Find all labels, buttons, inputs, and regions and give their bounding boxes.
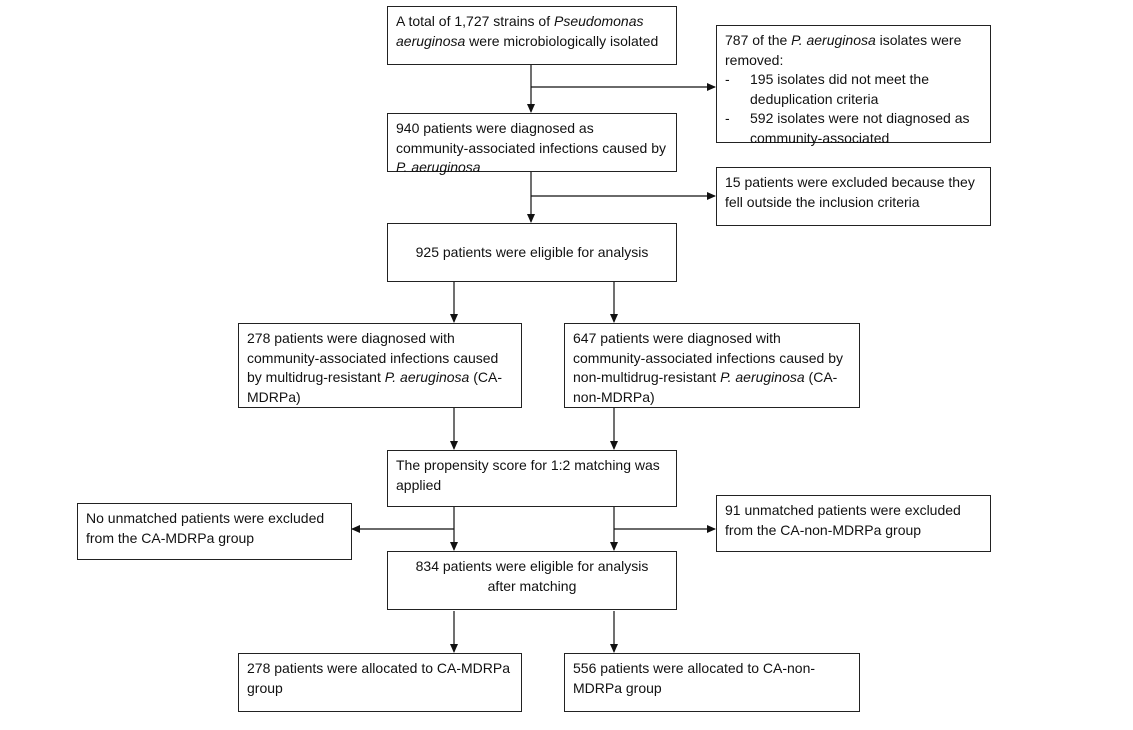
removed-reason-text: 195 isolates did not meet the deduplicat…: [750, 71, 930, 107]
mdr-species: P. aeruginosa: [384, 369, 470, 385]
bullet-dash: -: [725, 110, 730, 126]
box-unmatched-excluded: 91 unmatched patients were excluded from…: [716, 495, 991, 552]
box-non-mdr-group: 647 patients were diagnosed with communi…: [564, 323, 860, 408]
bullet-dash: -: [725, 71, 730, 87]
box-allocated-mdr: 278 patients were allocated to CA-MDRPa …: [238, 653, 522, 712]
propensity-text: The propensity score for 1:2 matching wa…: [396, 457, 660, 493]
isolated-text-end: were microbiologically isolated: [465, 32, 659, 49]
box-no-unmatched-excluded: No unmatched patients were excluded from…: [77, 503, 352, 560]
box-mdr-group: 278 patients were diagnosed with communi…: [238, 323, 522, 408]
removed-reason-text: 592 isolates were not diagnosed as commu…: [750, 110, 970, 146]
mdr-text-end: (CA-MDRPa): [247, 369, 502, 405]
removed-text-end: isolates were removed:: [725, 32, 962, 68]
removed-reason-item: - 592 isolates were not diagnosed as comm…: [725, 109, 982, 148]
box-eligible-after-matching: 834 patients were eligible for analysis …: [387, 551, 677, 610]
unmatched-text: 91 unmatched patients were excluded from…: [725, 502, 961, 538]
box-excluded-patients: 15 patients were excluded because they f…: [716, 167, 991, 226]
eligible-text: 925 patients were eligible for analysis: [415, 244, 649, 261]
eligible-after-line1: 834 patients were eligible for analysis: [415, 558, 649, 574]
nonmdr-species: P. aeruginosa: [720, 369, 805, 385]
eligible-after-line2: after matching: [487, 577, 577, 594]
box-propensity-score: The propensity score for 1:2 matching wa…: [387, 450, 677, 507]
box-allocated-non-mdr: 556 patients were allocated to CA-non-MD…: [564, 653, 860, 712]
nonmdr-text-end: (CA-non-MDRPa): [573, 369, 838, 405]
diagnosed-text-start: 940 patients were diagnosed as community…: [396, 120, 667, 156]
box-eligible-analysis: 925 patients were eligible for analysis: [387, 223, 677, 282]
removed-species: P. aeruginosa: [791, 32, 876, 48]
isolated-species: Pseudomonas aeruginosa: [396, 13, 644, 49]
alloc-mdr-text: 278 patients were allocated to CA-MDRPa …: [247, 660, 511, 696]
box-isolated-strains: A total of 1,727 strains of Pseudomonas …: [387, 6, 677, 65]
diagnosed-species: P. aeruginosa: [396, 159, 481, 175]
excluded-text: 15 patients were excluded because they f…: [725, 174, 975, 210]
box-isolates-removed: 787 of the P. aeruginosa isolates were r…: [716, 25, 991, 146]
isolated-text-start: A total of 1,727 strains of: [396, 13, 554, 29]
no-unmatched-text: No unmatched patients were excluded from…: [86, 510, 325, 546]
removed-text-start: 787 of the: [725, 32, 792, 48]
nonmdr-text-start: 647 patients were diagnosed with communi…: [573, 330, 844, 385]
removed-reason-item: - 195 isolates did not meet the deduplica…: [725, 70, 982, 109]
alloc-nonmdr-text: 556 patients were allocated to CA-non-MD…: [573, 660, 816, 696]
box-diagnosed-community: 940 patients were diagnosed as community…: [387, 113, 677, 175]
mdr-text-start: 278 patients were diagnosed with communi…: [247, 330, 499, 385]
removed-reasons-list: - 195 isolates did not meet the deduplica…: [725, 70, 982, 148]
